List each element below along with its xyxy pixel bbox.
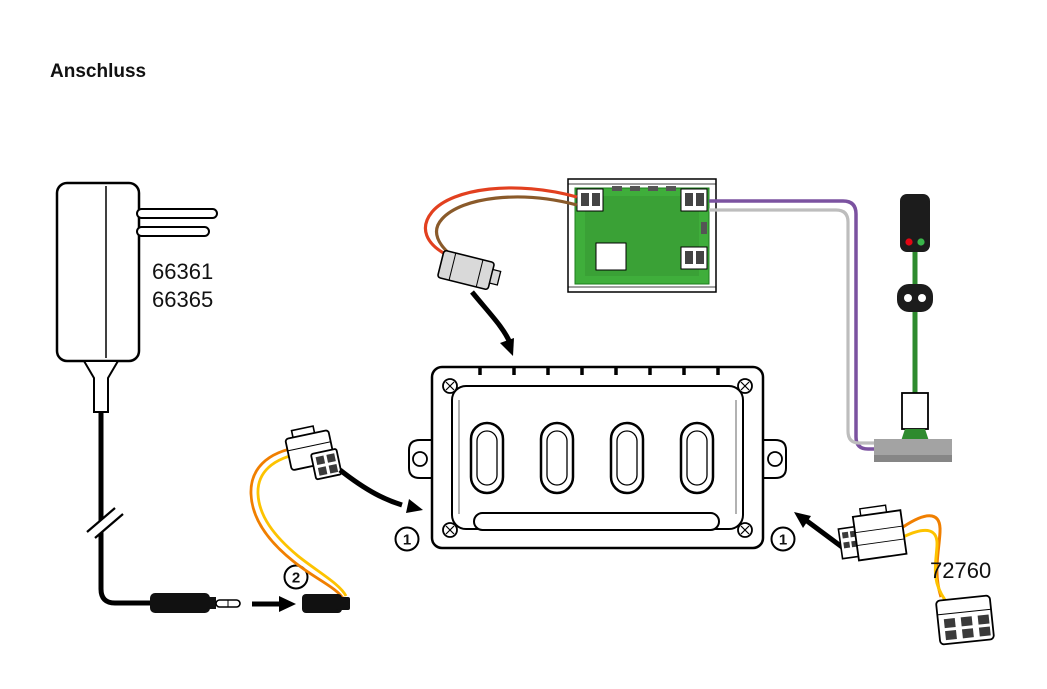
wire-purple — [709, 199, 884, 451]
arrow-right-head — [794, 512, 811, 528]
arrow-plug-to-box — [470, 290, 514, 356]
wire-yellow-left — [256, 451, 348, 597]
connector-plug-left — [284, 425, 343, 481]
wire-yellow-right — [902, 528, 947, 601]
pcb-plug-gray — [437, 249, 502, 291]
signal-plug — [897, 284, 933, 312]
adapter-prong-top — [136, 208, 218, 219]
arrow-down-head — [500, 338, 514, 356]
adapter-model-1: 66361 — [152, 259, 213, 284]
mounting-hole-left — [412, 451, 428, 467]
cable-break-icon — [86, 507, 124, 539]
adapter-neck — [82, 360, 120, 413]
pcb-terminal-top-left — [576, 188, 604, 212]
connector-socket-holes — [943, 614, 991, 641]
power-adapter: 66361 66365 — [55, 181, 241, 613]
dc-jack-socket — [302, 594, 350, 613]
decoder-pcb — [567, 178, 717, 293]
arrow-plug-power-head — [279, 596, 296, 612]
signal-foot — [901, 429, 929, 441]
adapter-model-2: 66365 — [152, 287, 213, 312]
screw-icon — [737, 378, 753, 394]
arrow-left-head — [406, 499, 423, 513]
switch-buttons — [469, 421, 715, 495]
light-signal — [874, 194, 952, 462]
switch-control-box — [408, 365, 787, 550]
signal-base — [874, 439, 952, 455]
barrel-plug — [150, 593, 241, 613]
signal-head — [900, 194, 930, 252]
signal-junction-box — [901, 392, 929, 430]
screw-icon — [442, 378, 458, 394]
step-1-left-marker: 1 — [338, 468, 423, 552]
pcb-chip — [595, 242, 627, 271]
signal-lamp-green — [917, 238, 925, 246]
signal-lamp-red — [905, 238, 913, 246]
step-1-right-marker: 1 — [770, 512, 844, 552]
screw-icon — [442, 522, 458, 538]
connector-right-body — [851, 509, 908, 562]
step-1-left-badge — [394, 526, 420, 552]
arrow-left-shaft — [338, 468, 403, 508]
pcb-terminal-bottom-right — [680, 246, 708, 270]
arrow-right-shaft — [805, 518, 844, 550]
pcb-terminal-top-right — [680, 188, 708, 212]
step-1-right-badge — [770, 526, 796, 552]
corner-screws — [442, 378, 753, 538]
pcb-pads — [612, 186, 707, 234]
adapter-prong-bottom — [136, 226, 210, 237]
arrow-down-shaft — [470, 290, 513, 345]
wire-white — [709, 208, 884, 445]
step-1-left-number: 1 — [403, 532, 411, 549]
vent-slots — [478, 368, 720, 375]
connector-left-pinblock — [310, 448, 343, 481]
step-2-marker: 2 — [252, 564, 309, 612]
step-2-number: 2 — [292, 570, 300, 587]
wire-brown — [434, 195, 578, 261]
page-title: Anschluss — [50, 61, 146, 82]
step-2-badge — [283, 564, 309, 590]
adapter-body — [55, 181, 141, 363]
wire-red — [423, 186, 578, 257]
connector-plug-right — [837, 504, 908, 562]
connector-socket-right — [935, 594, 995, 646]
step-1-right-number: 1 — [779, 532, 787, 549]
screw-icon — [737, 522, 753, 538]
connector-part-label: 72760 — [930, 558, 991, 583]
adapter-cable — [98, 412, 150, 606]
label-slot — [473, 512, 720, 531]
wire-orange-left — [249, 445, 346, 601]
mounting-hole-right — [767, 451, 783, 467]
